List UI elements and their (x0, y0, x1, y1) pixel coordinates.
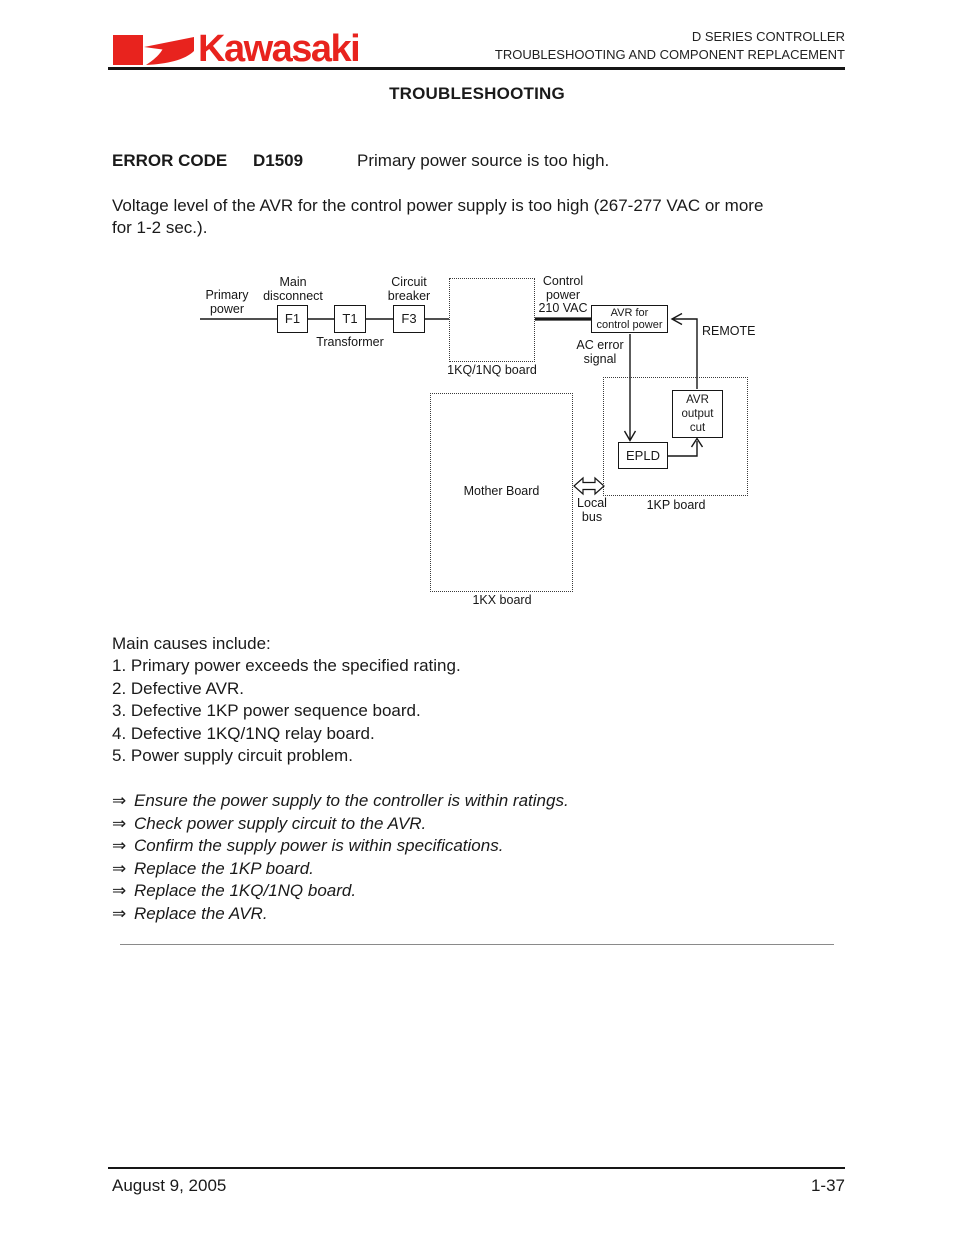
action-item: ⇒ Ensure the power supply to the controll… (112, 790, 852, 813)
action-text: Confirm the supply power is within speci… (134, 836, 504, 855)
cause-item: 1. Primary power exceeds the specified r… (112, 656, 461, 676)
label-local-bus: Local bus (577, 496, 607, 524)
component-f3: F3 (393, 305, 425, 333)
action-item: ⇒ Check power supply circuit to the AVR. (112, 813, 852, 836)
footer-rule (108, 1167, 845, 1169)
kawasaki-logo-square-icon (113, 35, 143, 65)
action-text: Replace the 1KQ/1NQ board. (134, 881, 357, 900)
corrective-actions-section: ⇒ Ensure the power supply to the controll… (112, 790, 852, 925)
implies-arrow-icon: ⇒ (112, 791, 127, 810)
label-control-power-210vac: Control power 210 VAC (538, 274, 588, 315)
error-code-value: D1509 (253, 151, 304, 170)
local-bus-arrow-icon (573, 476, 605, 496)
error-description: Voltage level of the AVR for the control… (112, 196, 764, 238)
action-text: Ensure the power supply to the controlle… (134, 791, 569, 810)
error-code-row: ERROR CODE D1509 Primary power source is… (0, 151, 954, 173)
component-f1: F1 (277, 305, 308, 333)
board-1kq-1nq-outline (449, 278, 535, 362)
section-separator-rule (120, 944, 834, 945)
kawasaki-logo-text: Kawasaki (198, 28, 361, 70)
main-causes-section: Main causes include: 1. Primary power ex… (112, 633, 852, 767)
label-mother-board: Mother Board (463, 484, 540, 498)
component-t1: T1 (334, 305, 366, 333)
action-text: Check power supply circuit to the AVR. (134, 813, 427, 833)
action-text: Replace the 1KP board. (134, 858, 314, 878)
header-doc-title-line2: TROUBLESHOOTING AND COMPONENT REPLACEMEN… (494, 47, 845, 62)
cause-item: 3. Defective 1KP power sequence board. (112, 701, 421, 721)
footer-page-number: 1-37 (810, 1176, 845, 1195)
implies-arrow-icon: ⇒ (112, 858, 127, 878)
footer-date: August 9, 2005 (112, 1176, 227, 1195)
error-code-label: ERROR CODE (112, 151, 228, 170)
label-1kp-board: 1KP board (646, 498, 706, 512)
main-causes-intro: Main causes include: (112, 634, 271, 653)
action-text: Replace the AVR. (134, 903, 268, 923)
header-doc-title-line1: D SERIES CONTROLLER (691, 29, 845, 44)
label-1kq-1nq-board: 1KQ/1NQ board (447, 363, 537, 377)
cause-item: 2. Defective AVR. (112, 678, 244, 698)
action-item: ⇒ Confirm the supply power is within spec… (112, 835, 852, 858)
header-rule (108, 67, 845, 70)
component-epld: EPLD (618, 442, 668, 469)
label-transformer: Transformer (316, 335, 384, 349)
implies-arrow-icon: ⇒ (112, 813, 127, 833)
label-circuit-breaker: Circuit breaker (387, 275, 431, 303)
label-1kx-board: 1KX board (472, 593, 532, 607)
cause-item: 4. Defective 1KQ/1NQ relay board. (112, 723, 375, 743)
page-title: TROUBLESHOOTING (389, 84, 565, 103)
label-main-disconnect: Main disconnect (263, 275, 323, 303)
label-ac-error-signal: AC error signal (576, 338, 624, 366)
board-1kp-outline (603, 377, 748, 496)
implies-arrow-icon: ⇒ (112, 881, 127, 900)
label-remote: REMOTE (702, 324, 756, 338)
action-item: ⇒ Replace the AVR. (112, 903, 852, 926)
action-item: ⇒ Replace the 1KP board. (112, 858, 852, 881)
kawasaki-river-mark-icon (144, 37, 194, 65)
board-1kx-outline (430, 393, 573, 592)
action-item: ⇒ Replace the 1KQ/1NQ board. (112, 880, 852, 903)
header-doc-title: D SERIES CONTROLLER TROUBLESHOOTING AND … (495, 28, 845, 64)
implies-arrow-icon: ⇒ (112, 903, 127, 923)
label-primary-power: Primary power (205, 288, 249, 316)
implies-arrow-icon: ⇒ (112, 836, 127, 855)
error-summary: Primary power source is too high. (357, 151, 610, 170)
cause-item: 5. Power supply circuit problem. (112, 746, 353, 766)
component-avr-output-cut: AVR output cut (672, 390, 723, 438)
component-avr: AVR for control power (591, 305, 668, 333)
